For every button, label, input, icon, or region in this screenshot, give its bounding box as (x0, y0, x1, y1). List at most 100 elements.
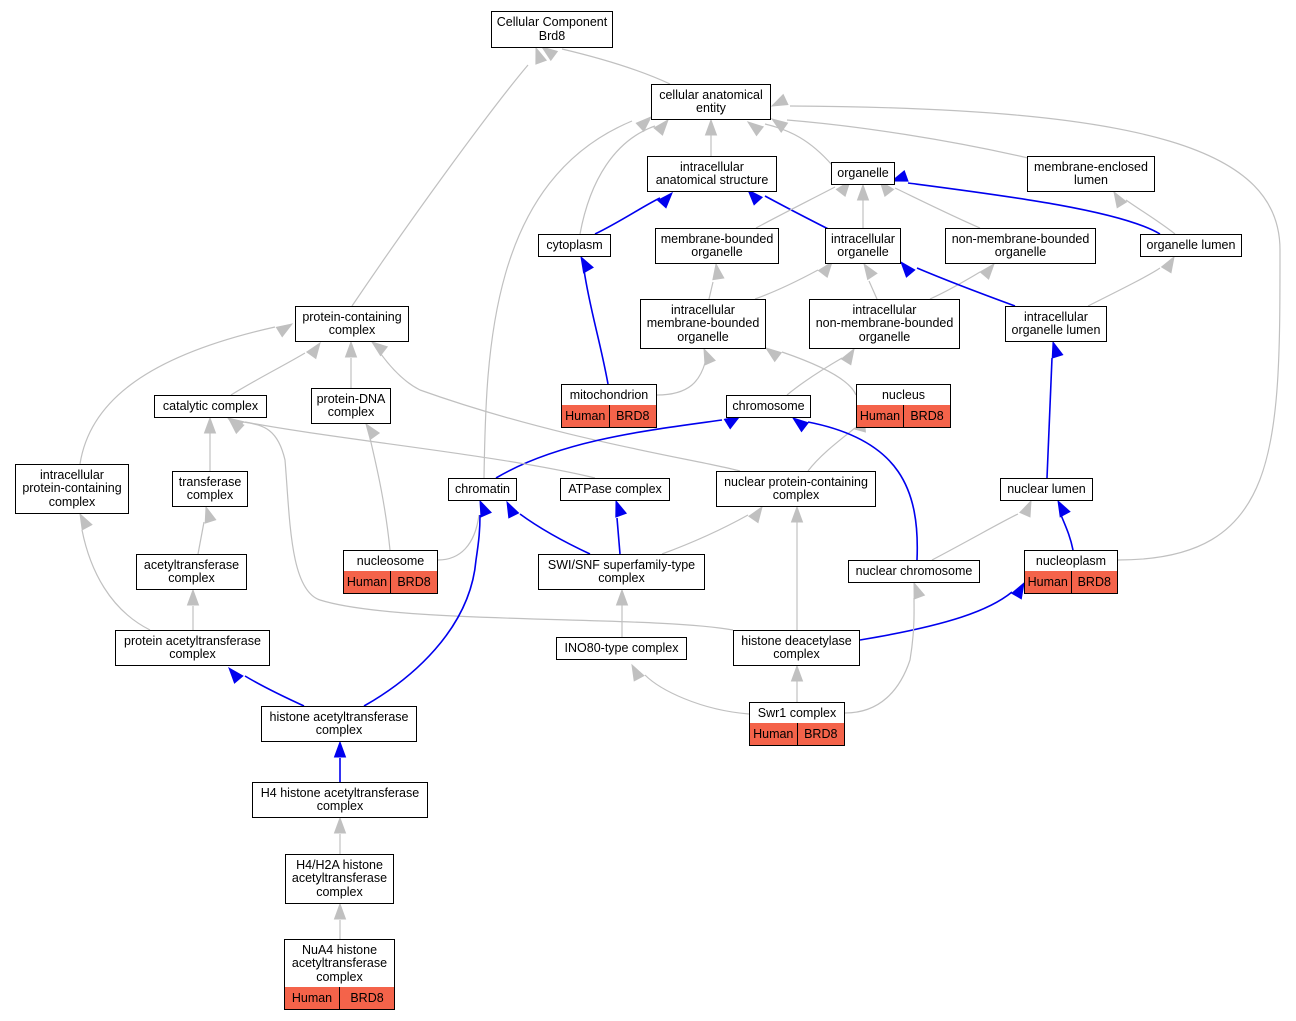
node-nuclear-chromosome[interactable]: nuclear chromosome (848, 560, 980, 583)
node-non-membrane-bounded-organelle[interactable]: non-membrane-bounded organelle (945, 228, 1096, 264)
node-root[interactable]: Cellular Component Brd8 (491, 11, 613, 48)
edge-arrowhead (1010, 581, 1025, 600)
edge-arrowhead (333, 902, 347, 920)
edge-mito-to-cyt (580, 255, 609, 385)
node-histone-acetyltransferase-complex[interactable]: histone acetyltransferase complex (261, 706, 417, 742)
edge-cae-to-root (540, 46, 671, 85)
edge-arrowhead (204, 505, 217, 524)
edge-arrowhead (840, 347, 855, 366)
node-intracellular-membrane-bounded-organelle[interactable]: intracellular membrane-bounded organelle (640, 299, 766, 349)
edge-line (931, 513, 1019, 561)
node-protein-containing-complex[interactable]: protein-containing complex (295, 306, 409, 342)
edge-swi-to-chrt (363, 499, 492, 707)
edge-line (79, 326, 276, 465)
node-acetyltransferase-complex[interactable]: acetyltransferase complex (136, 554, 247, 590)
gene-cell: BRD8 (390, 571, 437, 593)
gene-annotation-row: Human BRD8 (1025, 571, 1117, 593)
edge-arrowhead (712, 262, 725, 281)
node-nucleoplasm[interactable]: nucleoplasm Human BRD8 (1024, 550, 1118, 594)
edge-arrowhead (790, 664, 804, 682)
node-atpase-complex[interactable]: ATPase complex (560, 478, 670, 501)
edge-line (764, 123, 833, 166)
node-catalytic-complex[interactable]: catalytic complex (154, 395, 267, 418)
edge-line (781, 351, 857, 396)
edge-line (916, 267, 1016, 307)
node-cellular-anatomical-entity[interactable]: cellular anatomical entity (651, 84, 771, 120)
node-h4-h2a-histone-acetyltransferase-complex[interactable]: H4/H2A histone acetyltransferase complex (285, 854, 394, 904)
node-cytoplasm[interactable]: cytoplasm (538, 234, 611, 257)
edge-line (786, 119, 1029, 159)
edge-hdac-to-cat (365, 422, 391, 551)
edge-h4hat-to-hat (333, 816, 347, 854)
node-protein-dna-complex[interactable]: protein-DNA complex (311, 388, 391, 424)
edge-line (1125, 199, 1176, 235)
edge-swr1-to-nchr (333, 740, 347, 782)
node-membrane-enclosed-lumen[interactable]: membrane-enclosed lumen (1027, 156, 1155, 192)
edge-inmbo-to-io (863, 262, 878, 300)
edge-arrowhead (913, 581, 926, 600)
node-mitochondrion[interactable]: mitochondrion Human BRD8 (561, 384, 657, 428)
node-h4-histone-acetyltransferase-complex[interactable]: H4 histone acetyltransferase complex (252, 782, 428, 818)
node-nuclear-lumen[interactable]: nuclear lumen (1000, 478, 1093, 501)
node-nua4-histone-acetyltransferase-complex[interactable]: NuA4 histone acetyltransferase complex H… (284, 939, 395, 1010)
edge-arrowhead (979, 262, 995, 280)
edge-line (81, 529, 151, 631)
edge-line (377, 349, 741, 472)
edge-line (594, 197, 661, 235)
edge-nplasm-to-cae (770, 93, 1281, 561)
node-intracellular-protein-containing-complex[interactable]: intracellular protein-containing complex (15, 464, 129, 514)
edge-arrowhead (506, 500, 520, 519)
node-swi-snf-superfamily-type-complex[interactable]: SWI/SNF superfamily-type complex (538, 554, 705, 590)
edge-cat-to-pcc (230, 341, 321, 396)
node-intracellular-non-membrane-bounded-organelle[interactable]: intracellular non-membrane-bounded organ… (809, 299, 960, 349)
node-nucleosome[interactable]: nucleosome Human BRD8 (343, 550, 438, 594)
node-chromosome[interactable]: chromosome (726, 395, 811, 418)
edge-pcc-to-root (351, 46, 548, 307)
edge-imbo-to-mbo (708, 262, 725, 300)
edge-nlum-to-nuc (1046, 340, 1064, 479)
node-intracellular-anatomical-structure[interactable]: intracellular anatomical structure (647, 156, 777, 192)
gene-annotation-row: Human BRD8 (857, 405, 950, 427)
edge-line (844, 597, 915, 714)
gene-cell: BRD8 (903, 405, 950, 427)
edge-nsome-to-pdna (197, 505, 217, 555)
node-swr1-complex[interactable]: Swr1 complex Human BRD8 (749, 702, 845, 746)
node-intracellular-organelle[interactable]: intracellular organelle (825, 228, 901, 264)
edge-ol-to-org (890, 169, 1161, 235)
edge-arrowhead (817, 260, 833, 279)
edge-arrowhead (186, 588, 200, 606)
gene-annotation-row: Human BRD8 (344, 571, 437, 593)
edge-arrowhead (704, 118, 718, 136)
edge-line (859, 591, 1013, 641)
node-protein-acetyltransferase-complex[interactable]: protein acetyltransferase complex (115, 630, 270, 666)
node-organelle[interactable]: organelle (831, 162, 895, 185)
edge-nchr-to-chrm (203, 416, 217, 471)
edge-imbo-to-io (754, 260, 833, 300)
edge-line (242, 421, 734, 631)
gene-node-label: nucleus (857, 385, 950, 407)
node-organelle-lumen[interactable]: organelle lumen (1140, 234, 1242, 257)
edge-arrowhead (365, 422, 381, 441)
node-chromatin[interactable]: chromatin (448, 478, 517, 501)
edge-line (907, 182, 1161, 235)
node-histone-deacetylase-complex[interactable]: histone deacetylase complex (733, 630, 860, 666)
node-transferase-complex[interactable]: transferase complex (172, 471, 248, 507)
node-membrane-bounded-organelle[interactable]: membrane-bounded organelle (655, 228, 779, 264)
edge-cyt-to-ias (594, 191, 673, 235)
edge-arrowhead (746, 121, 765, 137)
edge-chrt-to-cae (483, 116, 653, 479)
node-nucleus[interactable]: nucleus Human BRD8 (856, 384, 951, 428)
edge-arrowhead (333, 816, 347, 834)
edge-line (244, 421, 596, 479)
edge-line (754, 269, 819, 300)
node-intracellular-organelle-lumen[interactable]: intracellular organelle lumen (1005, 306, 1107, 342)
node-ino80-type-complex[interactable]: INO80-type complex (556, 637, 687, 660)
edge-iol-to-io (900, 260, 1016, 307)
edge-line (644, 674, 750, 715)
edge-line (519, 513, 591, 555)
node-nuclear-protein-containing-complex[interactable]: nuclear protein-containing complex (716, 471, 876, 507)
edge-line (894, 187, 981, 229)
edge-ino-to-swi (615, 588, 629, 637)
edge-line (369, 437, 391, 551)
